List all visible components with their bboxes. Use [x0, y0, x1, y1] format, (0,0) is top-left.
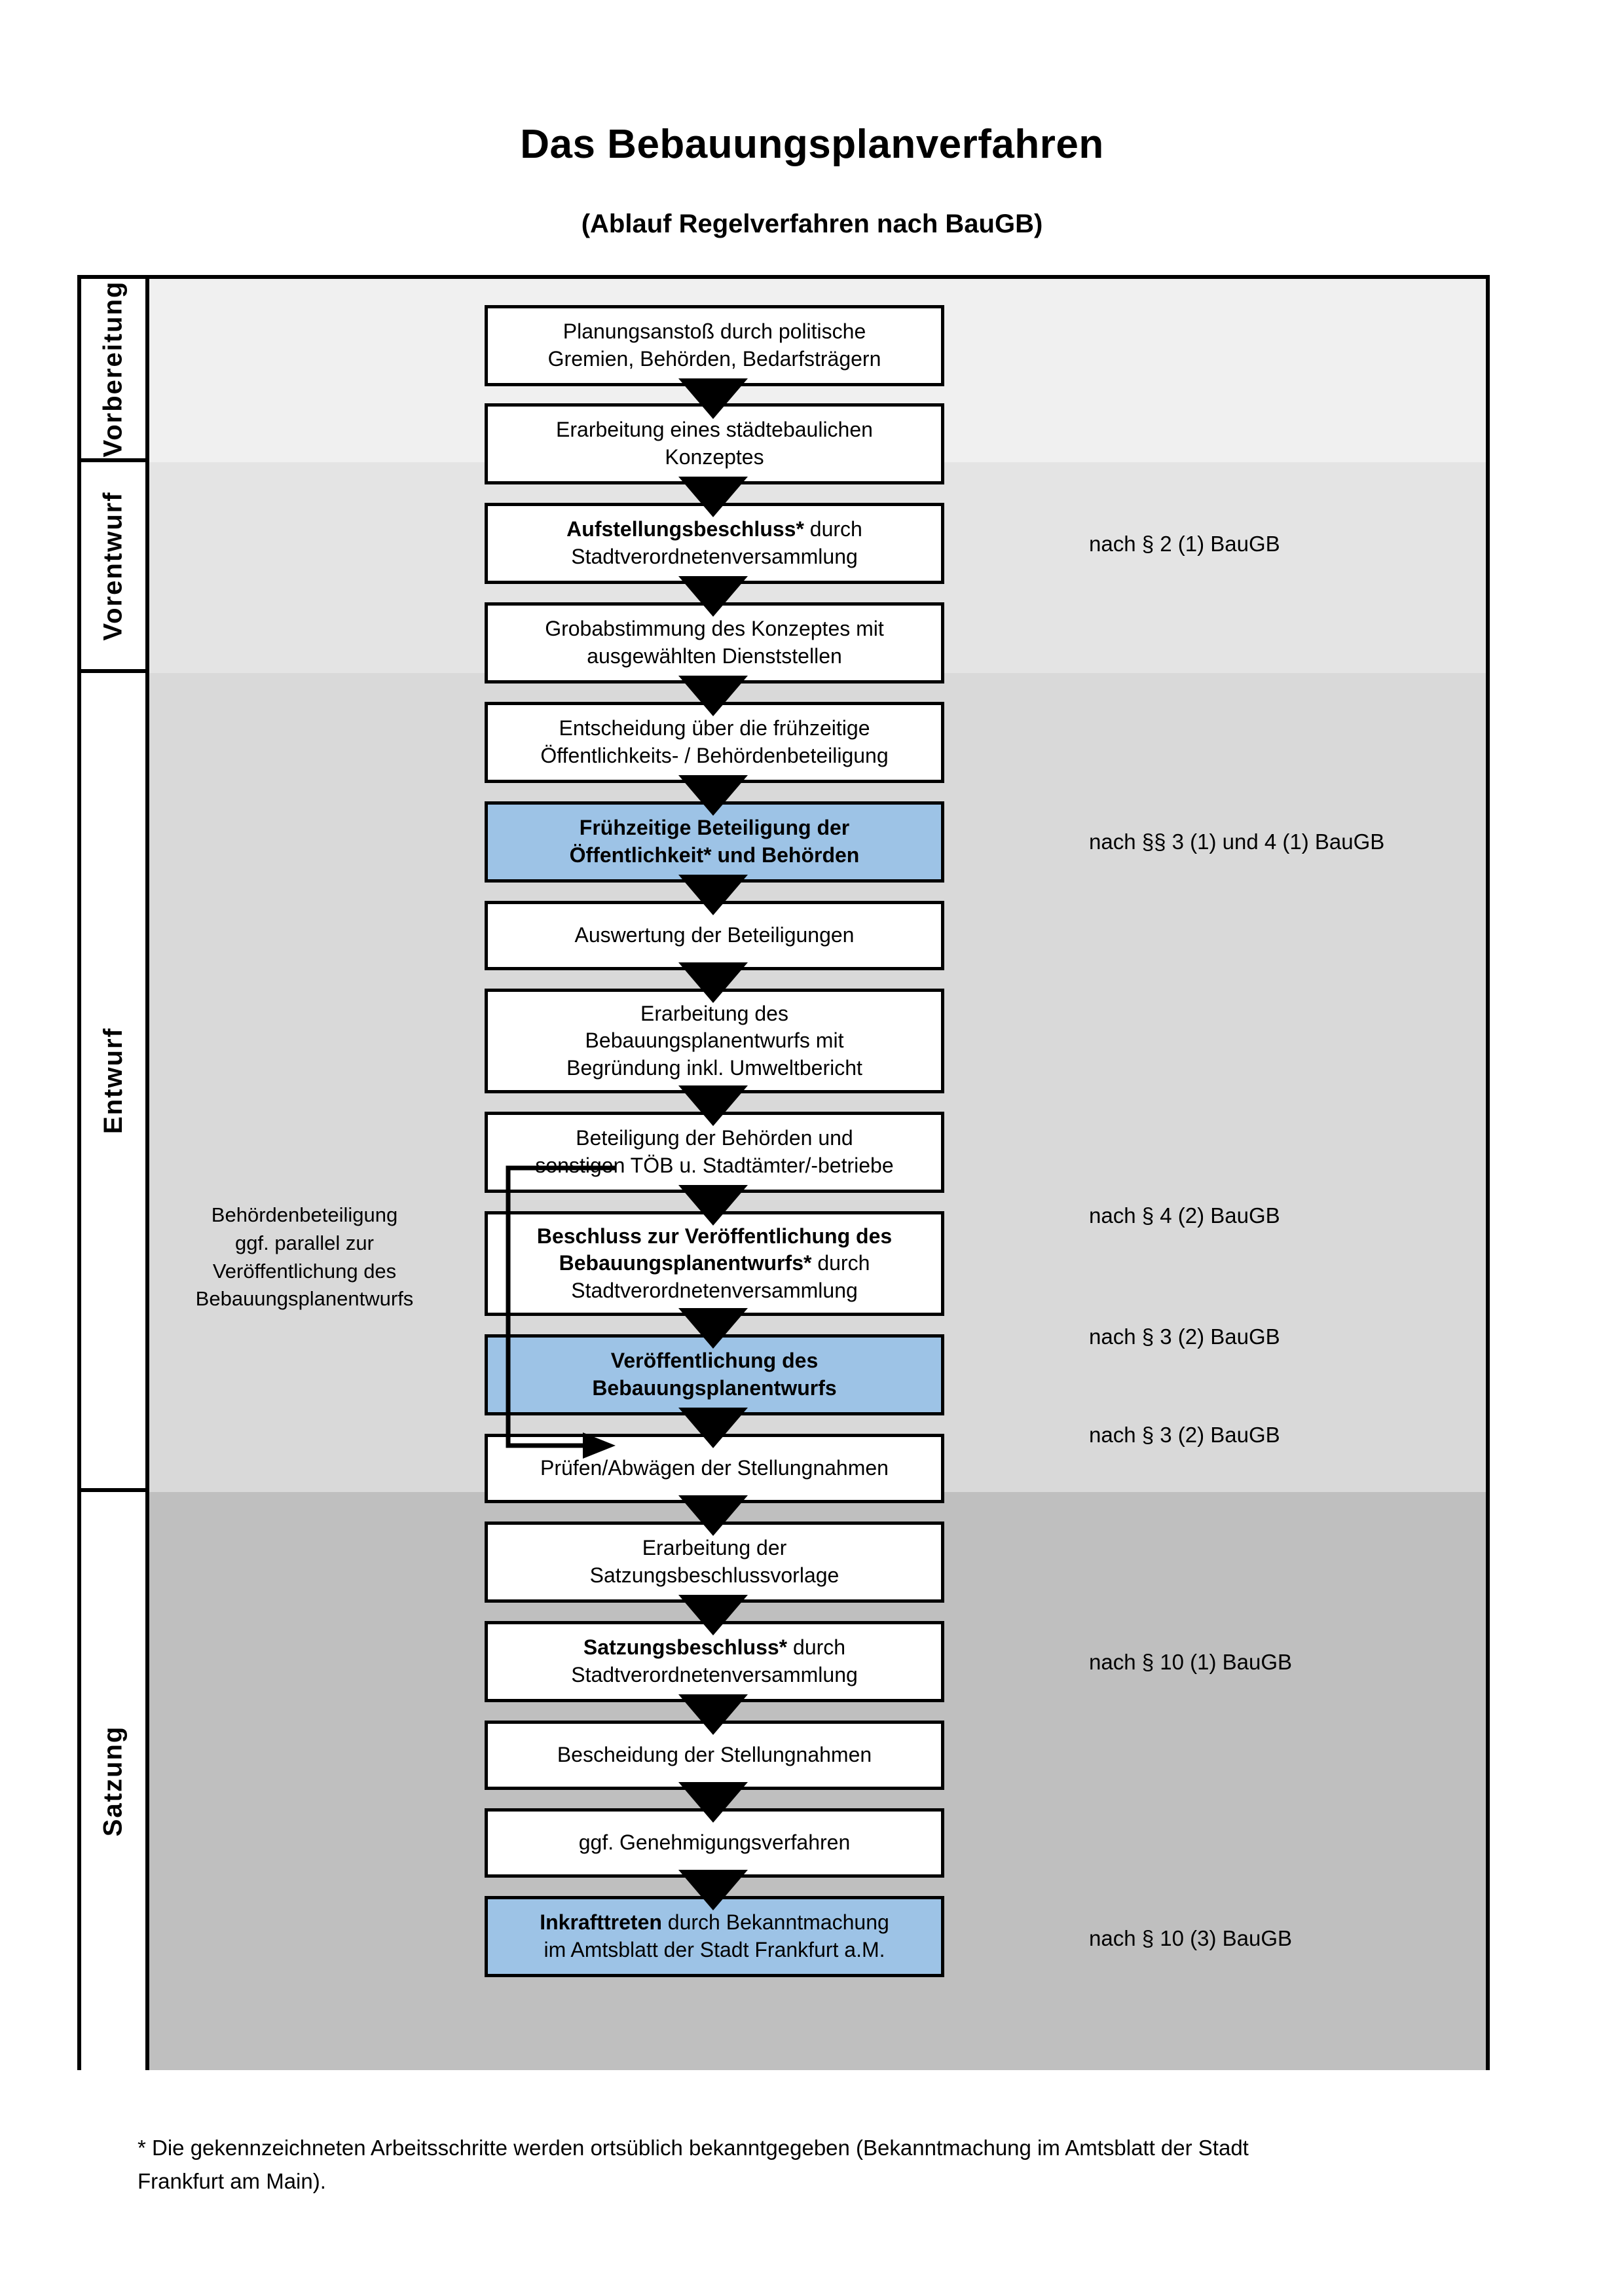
legal-ref-par3-2-beschluss: nach § 3 (2) BauGB [1089, 1324, 1280, 1349]
flow-node-text: Veröffentlichung des Bebauungsplanentwur… [592, 1347, 836, 1402]
phase-label-text: Entwurf [98, 1027, 128, 1134]
phase-label-text: Vorbereitung [98, 280, 128, 457]
page-subtitle: (Ablauf Regelverfahren nach BauGB) [581, 210, 1043, 238]
flow-node-text: Frühzeitige Beteiligung der Öffentlichke… [570, 814, 860, 869]
legal-ref-par10-3: nach § 10 (3) BauGB [1089, 1926, 1293, 1950]
footnote: * Die gekennzeichneten Arbeitsschritte w… [138, 2131, 1490, 2198]
node-bold-part-2: Bebauungsplanentwurfs* [559, 1251, 812, 1275]
node-line-2: Bebauungsplanentwurfs mit [585, 1029, 844, 1053]
node-line-1: Erarbeitung des [640, 1001, 788, 1025]
node-line-1: Erarbeitung der [642, 1536, 787, 1560]
arrow-down-icon [678, 1595, 748, 1635]
node-line-2: Öffentlichkeits- / Behördenbeteiligung [540, 744, 889, 767]
flow-node-text: Satzungsbeschluss* durch Stadtverordnete… [571, 1634, 858, 1688]
footnote-line-2: Frankfurt am Main). [138, 2169, 326, 2194]
node-line-2: Stadtverordnetenversammlung [571, 1663, 858, 1686]
flow-node-text: Prüfen/Abwägen der Stellungnahmen [540, 1455, 889, 1482]
page-title: Das Bebauungsplanverfahren [520, 122, 1104, 167]
node-line-1: Beteiligung der Behörden und [576, 1126, 853, 1150]
node-line-2: sonstigen TÖB u. Stadtämter/-betriebe [535, 1154, 894, 1177]
node-line-2: Konzeptes [665, 445, 764, 469]
node-rest: durch [811, 1251, 870, 1275]
node-line-2: ausgewählten Dienststellen [587, 644, 842, 668]
flow-node-text: Planungsanstoß durch politische Gremien,… [548, 318, 881, 373]
legal-ref-par10-1: nach § 10 (1) BauGB [1089, 1650, 1293, 1674]
node-bold-part: Beschluss zur Veröffentlichung des [536, 1224, 893, 1248]
phase-label-vorentwurf: Vorentwurf [81, 462, 149, 673]
flow-node-text: Beschluss zur Veröffentlichung des Bebau… [537, 1223, 892, 1305]
flow-node-satzungsbeschluss[interactable]: Satzungsbeschluss* durch Stadtverordnete… [485, 1621, 944, 1702]
arrow-down-icon [678, 962, 748, 1003]
arrow-down-icon [678, 1495, 748, 1536]
node-line-1: Erarbeitung eines städtebaulichen [556, 418, 873, 442]
flow-node-text: Erarbeitung der Satzungsbeschlussvorlage [590, 1535, 840, 1589]
node-line-2: Öffentlichkeit* und Behörden [569, 843, 860, 867]
node-line-1: ggf. Genehmigungsverfahren [578, 1831, 851, 1855]
flow-node-erarbeitung-bebauungsplanentwurf[interactable]: Erarbeitung des Bebauungsplanentwurfs mi… [485, 989, 944, 1093]
node-rest: durch [787, 1635, 846, 1660]
side-note-behoerdenbeteiligung: Behördenbeteiligung ggf. parallel zur Ve… [164, 1201, 445, 1313]
legal-ref-par4-2: nach § 4 (2) BauGB [1089, 1203, 1280, 1228]
flow-node-text: Inkrafttreten durch Bekanntmachung im Am… [540, 1909, 889, 1963]
arrow-down-icon [678, 676, 748, 716]
node-line-2: Stadtverordnetenversammlung [571, 545, 858, 568]
node-bold-part: Inkrafttreten [540, 1910, 662, 1935]
node-rest: durch [803, 517, 862, 541]
node-rest: durch Bekanntmachung [661, 1910, 889, 1935]
side-note-line-3: Veröffentlichung des [212, 1259, 397, 1283]
flow-node-text: Erarbeitung des Bebauungsplanentwurfs mi… [566, 1000, 862, 1082]
flow-node-text: Beteiligung der Behörden und sonstigen T… [535, 1125, 893, 1179]
node-line-1: Frühzeitige Beteiligung der [579, 816, 850, 840]
node-line-2: Bebauungsplanentwurfs [592, 1376, 837, 1400]
node-line-3: Begründung inkl. Umweltbericht [566, 1055, 862, 1080]
flow-node-text: Aufstellungsbeschluss* durch Stadtverord… [566, 516, 862, 570]
node-line-1: Planungsanstoß durch politische [563, 319, 866, 344]
side-note-line-2: ggf. parallel zur [235, 1231, 374, 1254]
phase-label-vorbereitung: Vorbereitung [81, 279, 149, 462]
arrow-down-icon [678, 875, 748, 915]
node-bold-part: Aufstellungsbeschluss* [566, 517, 804, 541]
arrow-down-icon [678, 378, 748, 419]
flow-node-text: Erarbeitung eines städtebaulichen Konzep… [556, 416, 873, 471]
node-line-2: im Amtsblatt der Stadt Frankfurt a.M. [544, 1938, 885, 1961]
arrow-down-icon [678, 1185, 748, 1226]
phase-label-text: Satzung [98, 1725, 128, 1837]
node-line-1: Grobabstimmung des Konzeptes mit [545, 617, 884, 641]
phase-label-text: Vorentwurf [98, 490, 128, 641]
phase-label-satzung: Satzung [81, 1492, 149, 2070]
node-line-1: Veröffentlichung des [610, 1349, 819, 1373]
arrow-down-icon [678, 1694, 748, 1735]
arrow-down-icon [678, 1782, 748, 1823]
flow-node-text: Bescheidung der Stellungnahmen [557, 1741, 872, 1769]
arrow-down-icon [678, 775, 748, 816]
flow-node-text: Auswertung der Beteiligungen [575, 922, 855, 949]
node-line-2: Satzungsbeschlussvorlage [589, 1563, 840, 1587]
side-note-line-4: Bebauungsplanentwurfs [195, 1287, 414, 1311]
flow-node-text: Grobabstimmung des Konzeptes mit ausgewä… [545, 615, 884, 670]
node-line-1: Entscheidung über die frühzeitige [559, 716, 870, 740]
arrow-down-icon [678, 1408, 748, 1448]
legal-ref-par2-1: nach § 2 (1) BauGB [1089, 532, 1280, 556]
flow-node-text: ggf. Genehmigungsverfahren [579, 1829, 850, 1857]
arrow-down-icon [678, 576, 748, 617]
node-line-1: Auswertung der Beteiligungen [574, 923, 855, 947]
node-line-1: Prüfen/Abwägen der Stellungnahmen [540, 1456, 889, 1480]
legal-ref-par3-2-veroeffentlichung: nach § 3 (2) BauGB [1089, 1423, 1280, 1447]
flow-node-planungsanstoss[interactable]: Planungsanstoß durch politische Gremien,… [485, 305, 944, 386]
node-line-2: Gremien, Behörden, Bedarfsträgern [547, 347, 881, 371]
side-note-line-1: Behördenbeteiligung [211, 1203, 398, 1226]
feedback-loop-arrow-icon [506, 1165, 616, 1459]
node-bold-part: Satzungsbeschluss* [583, 1635, 788, 1660]
node-line-3: Stadtverordnetenversammlung [571, 1278, 858, 1302]
footnote-line-1: * Die gekennzeichneten Arbeitsschritte w… [138, 2136, 1249, 2160]
arrow-down-icon [678, 1308, 748, 1349]
arrow-down-icon [678, 1870, 748, 1910]
node-line-1: Bescheidung der Stellungnahmen [557, 1743, 872, 1767]
arrow-down-icon [678, 477, 748, 517]
arrow-down-icon [678, 1085, 748, 1126]
legal-ref-par3-1-4-1: nach §§ 3 (1) und 4 (1) BauGB [1089, 829, 1385, 854]
flow-node-text: Entscheidung über die frühzeitige Öffent… [540, 715, 888, 769]
phase-label-entwurf: Entwurf [81, 673, 149, 1492]
